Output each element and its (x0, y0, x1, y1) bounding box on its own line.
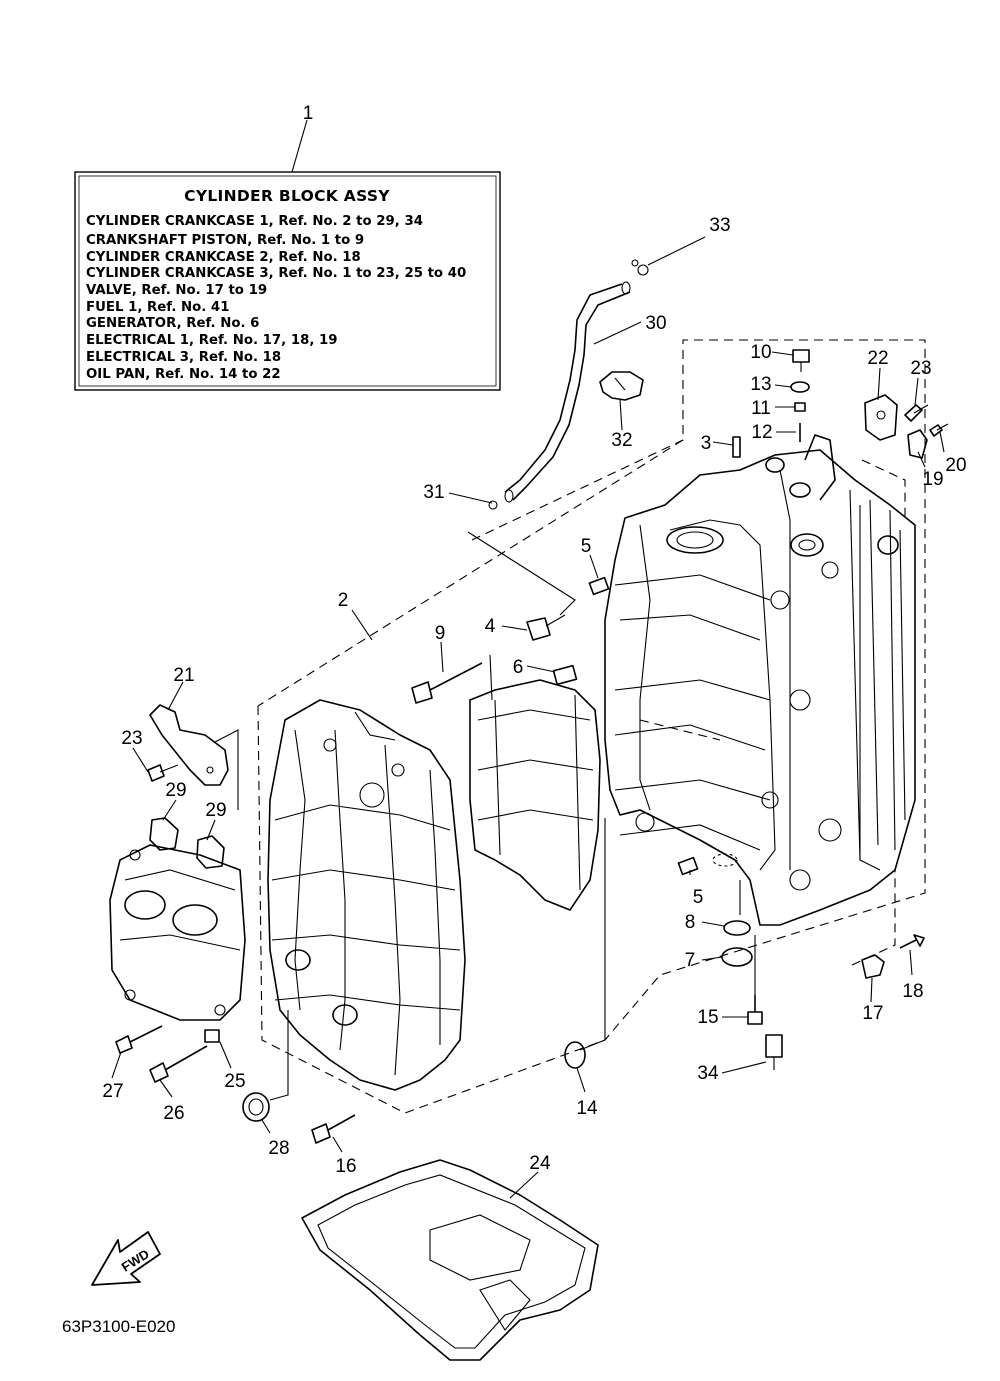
callout-label: 16 (335, 1156, 356, 1177)
info-box-line: GENERATOR, Ref. No. 6 (86, 316, 259, 331)
plate-19 (907, 429, 928, 459)
callout-label: 29 (205, 800, 226, 821)
callout-label: 20 (945, 455, 966, 476)
callout-label: 4 (485, 616, 496, 637)
callout-label: 29 (165, 780, 186, 801)
spark-plug-cap (149, 817, 225, 869)
ignition-coil-assy (109, 844, 246, 1021)
gasket-24 (301, 1159, 599, 1361)
callout-label: 23 (910, 358, 931, 379)
assembly-boundaries (257, 339, 926, 1114)
callout-label: 2 (338, 590, 349, 611)
info-box-line: OIL PAN, Ref. No. 14 to 22 (86, 367, 281, 382)
diagram-part-number: 63P3100-E020 (62, 1317, 175, 1336)
callout-label: 17 (862, 1003, 883, 1024)
leader-lines (111, 119, 945, 1199)
crankcase (267, 699, 466, 1091)
callout-label: 24 (529, 1153, 551, 1174)
callout-label: 32 (611, 430, 632, 451)
callout-label: 7 (685, 950, 696, 971)
callout-label: 21 (173, 665, 194, 686)
callout-label: 23 (121, 728, 142, 749)
callout-label: 27 (102, 1081, 123, 1102)
callout-label: 18 (902, 981, 923, 1002)
cylinder-block (604, 434, 916, 926)
callout-label: 25 (224, 1071, 245, 1092)
info-box-line: FUEL 1, Ref. No. 41 (86, 300, 229, 315)
info-box-line: VALVE, Ref. No. 17 to 19 (86, 283, 267, 298)
callout-label: 28 (268, 1138, 289, 1159)
hose-clip (599, 371, 644, 401)
callout-numbers: 1 2 3 4 5 5 6 7 8 9 10 11 12 13 14 15 16… (102, 103, 966, 1177)
callout-label: 22 (867, 348, 888, 369)
callout-label: 34 (697, 1063, 719, 1084)
info-box-line: CYLINDER CRANKCASE 3, Ref. No. 1 to 23, … (86, 266, 466, 281)
bracket-22 (864, 394, 898, 441)
small-clip (631, 259, 639, 267)
info-box-title: CYLINDER BLOCK ASSY (184, 187, 390, 205)
small-clip (637, 264, 649, 276)
water-hose (504, 281, 631, 503)
callout-label: 8 (685, 912, 696, 933)
callout-label: 6 (513, 657, 524, 678)
callout-label: 14 (576, 1098, 598, 1119)
info-box: CYLINDER BLOCK ASSY CYLINDER CRANKCASE 1… (74, 171, 501, 391)
callout-label: 5 (693, 887, 704, 908)
callout-label: 10 (750, 342, 771, 363)
callout-label: 13 (750, 374, 771, 395)
callout-label: 5 (581, 536, 592, 557)
callout-label: 19 (922, 469, 943, 490)
callout-label: 15 (697, 1007, 718, 1028)
info-box-line: CYLINDER CRANKCASE 2, Ref. No. 18 (86, 250, 361, 265)
small-clip (488, 500, 498, 510)
bracket-21 (149, 704, 229, 786)
inner-plate (469, 679, 601, 911)
info-box-line: ELECTRICAL 1, Ref. No. 17, 18, 19 (86, 333, 338, 348)
callout-label: 33 (709, 215, 730, 236)
info-box-line: ELECTRICAL 3, Ref. No. 18 (86, 350, 281, 365)
callout-label: 9 (435, 623, 446, 644)
bracket-hole (876, 410, 886, 420)
forward-arrow-icon: FWD (91, 1231, 161, 1286)
callout-label: 26 (163, 1103, 184, 1124)
bolts (115, 349, 949, 1144)
info-box-line: CRANKSHAFT PISTON, Ref. No. 1 to 9 (86, 233, 364, 248)
callout-label: 3 (701, 433, 712, 454)
callout-label: 30 (645, 313, 666, 334)
callout-label: 1 (303, 103, 314, 124)
callout-label: 12 (751, 422, 772, 443)
callout-label: 11 (751, 398, 771, 419)
info-box-line: CYLINDER CRANKCASE 1, Ref. No. 2 to 29, … (86, 214, 423, 229)
callout-label: 31 (423, 482, 444, 503)
